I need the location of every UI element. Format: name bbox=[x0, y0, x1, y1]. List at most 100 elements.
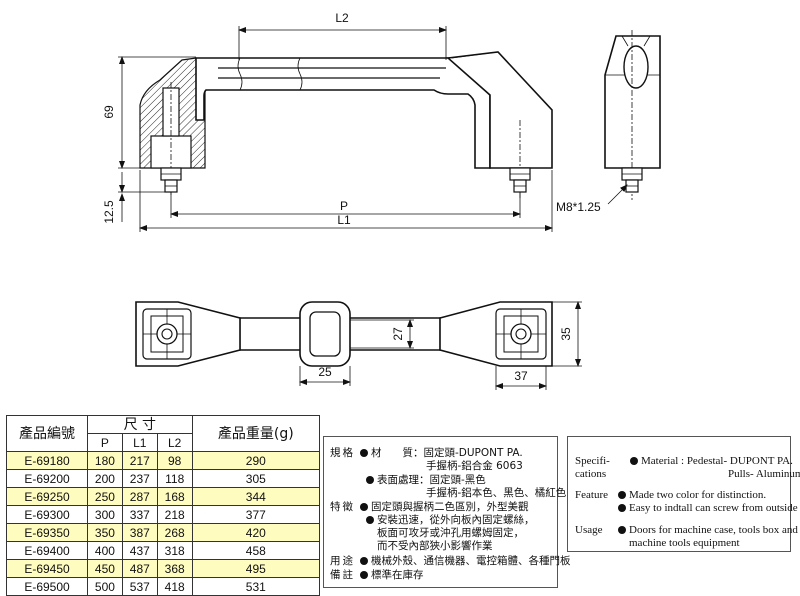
cell-code: E-69180 bbox=[6, 451, 88, 470]
bullet-icon bbox=[360, 449, 368, 457]
cell-weight: 420 bbox=[191, 523, 321, 542]
header-l2: L2 bbox=[156, 433, 193, 452]
cell-l1: 237 bbox=[121, 469, 158, 488]
cn-feature-label: 特徵 bbox=[330, 501, 355, 513]
dim-27: 27 bbox=[391, 327, 405, 341]
en-usage-1: Doors for machine case, tools box and bbox=[629, 524, 798, 536]
header-p: P bbox=[87, 433, 123, 452]
cell-p: 250 bbox=[87, 487, 123, 506]
cn-surface-key: 表面處理 bbox=[377, 474, 419, 486]
table-row: E-69450 450 487 368 495 bbox=[6, 559, 321, 578]
cell-code: E-69500 bbox=[6, 577, 88, 596]
cell-l2: 318 bbox=[156, 541, 193, 560]
bullet-icon bbox=[360, 571, 368, 579]
end-view-slot bbox=[623, 45, 649, 89]
table-row: E-69200 200 237 118 305 bbox=[6, 469, 321, 488]
cell-weight: 495 bbox=[191, 559, 321, 578]
cn-usage-1: 機械外殼、通信機器、電控箱體、各種門板 bbox=[371, 555, 571, 567]
cell-l1: 387 bbox=[121, 523, 158, 542]
cell-p: 180 bbox=[87, 451, 123, 470]
bullet-icon bbox=[366, 476, 374, 484]
header-code: 產品編號 bbox=[6, 415, 88, 452]
cn-surface-1: ：固定頭-黑色 bbox=[419, 474, 486, 486]
top-view: 27 25 37 35 bbox=[135, 301, 582, 390]
cn-material-1: ：固定頭-DUPONT PA. bbox=[413, 447, 523, 459]
bullet-icon bbox=[360, 557, 368, 565]
cell-code: E-69450 bbox=[6, 559, 88, 578]
cell-code: E-69400 bbox=[6, 541, 88, 560]
side-view: L2 69 12.5 P L1 bbox=[102, 11, 553, 232]
header-l1: L1 bbox=[121, 433, 158, 452]
cell-l1: 217 bbox=[121, 451, 158, 470]
dim-69: 69 bbox=[102, 105, 116, 119]
bullet-icon bbox=[360, 503, 368, 511]
dim-25: 25 bbox=[318, 365, 332, 379]
cell-code: E-69250 bbox=[6, 487, 88, 506]
cell-code: E-69350 bbox=[6, 523, 88, 542]
cell-l1: 437 bbox=[121, 541, 158, 560]
bullet-icon bbox=[366, 516, 374, 524]
cell-l1: 537 bbox=[121, 577, 158, 596]
en-spec-label-2: cations bbox=[575, 468, 607, 480]
cn-feature-2: 安裝迅速，從外向板內固定螺絲， bbox=[377, 514, 535, 526]
chinese-spec-box: 規格材 質：固定頭-DUPONT PA. 手握柄-鋁合金 6063 表面處理：固… bbox=[323, 436, 571, 588]
bullet-icon bbox=[630, 457, 638, 465]
cn-feature-1: 固定頭與握柄二色區別，外型美觀 bbox=[371, 501, 529, 513]
end-view: M8*1.25 bbox=[556, 30, 661, 214]
cell-code: E-69300 bbox=[6, 505, 88, 524]
dim-35: 35 bbox=[559, 327, 573, 341]
cell-p: 350 bbox=[87, 523, 123, 542]
cell-weight: 458 bbox=[191, 541, 321, 560]
cn-feature-4: 而不受內部狹小影響作業 bbox=[377, 540, 493, 552]
en-feature-1: Made two color for distinction. bbox=[629, 489, 767, 501]
header-weight: 產品重量(g) bbox=[191, 415, 321, 452]
en-material-1: Material : Pedestal- DUPONT PA. bbox=[641, 455, 793, 467]
cn-material-2: 手握柄-鋁合金 6063 bbox=[426, 460, 523, 472]
cell-l2: 118 bbox=[156, 469, 193, 488]
cell-l1: 287 bbox=[121, 487, 158, 506]
dim-thread: M8*1.25 bbox=[556, 200, 601, 214]
cn-surface-2: 手握柄-鋁本色、黑色、橘紅色 bbox=[426, 487, 567, 499]
cell-l1: 487 bbox=[121, 559, 158, 578]
dim-12-5: 12.5 bbox=[102, 200, 116, 224]
table-row: E-69500 500 537 418 531 bbox=[6, 577, 321, 596]
handle-bar bbox=[195, 57, 491, 169]
cell-weight: 290 bbox=[191, 451, 321, 470]
cell-p: 400 bbox=[87, 541, 123, 560]
cell-weight: 305 bbox=[191, 469, 321, 488]
cell-l1: 337 bbox=[121, 505, 158, 524]
cell-l2: 98 bbox=[156, 451, 193, 470]
cn-note-1: 標準在庫存 bbox=[371, 569, 424, 581]
en-spec-label: Specifi- bbox=[575, 455, 610, 467]
table-row: E-69250 250 287 168 344 bbox=[6, 487, 321, 506]
bullet-icon bbox=[618, 526, 626, 534]
en-usage-label: Usage bbox=[575, 524, 603, 536]
cell-p: 200 bbox=[87, 469, 123, 488]
cell-p: 450 bbox=[87, 559, 123, 578]
cn-feature-3: 板面可攻牙或沖孔用螺姆固定， bbox=[377, 527, 524, 539]
technical-drawing: L2 69 12.5 P L1 M8*1.25 bbox=[102, 11, 661, 390]
table-row: E-69300 300 337 218 377 bbox=[6, 505, 321, 524]
en-usage-2: machine tools equipment bbox=[629, 537, 740, 549]
cell-p: 300 bbox=[87, 505, 123, 524]
table-row: E-69180 180 217 98 290 bbox=[6, 451, 321, 470]
spec-table: 產品編號 尺 寸 產品重量(g) P L1 L2 E-69180 180 217… bbox=[6, 415, 321, 596]
table-row: E-69350 350 387 268 420 bbox=[6, 523, 321, 542]
cell-l2: 268 bbox=[156, 523, 193, 542]
cn-material-key: 材 質 bbox=[371, 447, 413, 459]
cell-weight: 344 bbox=[191, 487, 321, 506]
cell-l2: 418 bbox=[156, 577, 193, 596]
table-row: E-69400 400 437 318 458 bbox=[6, 541, 321, 560]
cell-l2: 218 bbox=[156, 505, 193, 524]
en-material-2: Pulls- Aluminum alloys bbox=[728, 468, 800, 480]
en-feature-2: Easy to indtall can screw from outside bbox=[629, 502, 798, 514]
english-spec-box: Specifi- cations Material : Pedestal- DU… bbox=[567, 436, 800, 552]
cell-l2: 368 bbox=[156, 559, 193, 578]
cell-l2: 168 bbox=[156, 487, 193, 506]
cn-note-label: 備註 bbox=[330, 569, 355, 581]
cell-weight: 377 bbox=[191, 505, 321, 524]
en-feature-label: Feature bbox=[575, 489, 608, 501]
cn-usage-label: 用途 bbox=[330, 555, 355, 567]
dim-37: 37 bbox=[514, 369, 528, 383]
header-size: 尺 寸 bbox=[87, 415, 193, 434]
